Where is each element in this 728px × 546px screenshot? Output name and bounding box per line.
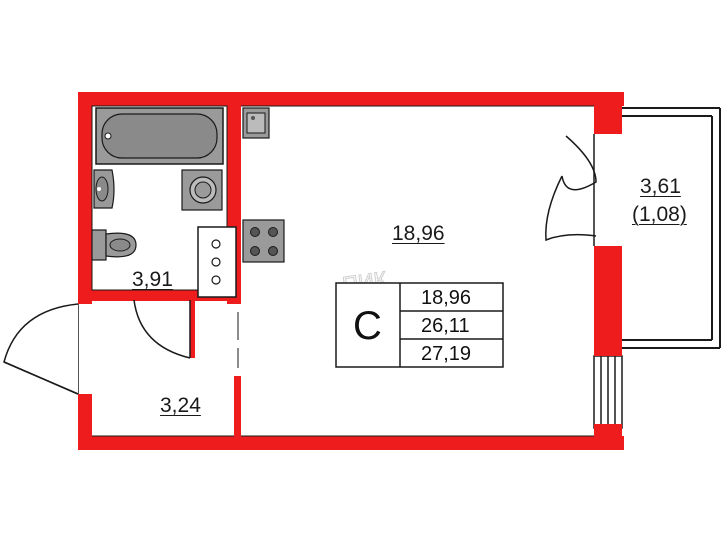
stove-icon bbox=[242, 219, 285, 263]
living-area-value: 18,96 bbox=[421, 287, 472, 309]
hallway-area: 3,24 bbox=[160, 394, 201, 417]
total-with-balcony-value: 27,19 bbox=[421, 343, 472, 365]
washbasin-icon bbox=[93, 169, 115, 209]
inner-outline bbox=[91, 105, 594, 437]
summary-box bbox=[335, 282, 504, 368]
total-area-value: 26,11 bbox=[421, 315, 470, 337]
balcony-door[interactable] bbox=[545, 134, 597, 246]
entrance-door[interactable] bbox=[3, 303, 79, 395]
balcony-area: 3,61 bbox=[640, 175, 681, 198]
bathtub-icon bbox=[95, 107, 224, 165]
bathroom-area: 3,91 bbox=[132, 268, 173, 291]
washing-machine-icon bbox=[181, 169, 223, 211]
bathroom-door[interactable] bbox=[133, 299, 191, 359]
kitchen-sink-icon bbox=[242, 107, 270, 139]
balcony-reduced-area: (1,08) bbox=[632, 203, 687, 226]
balcony-outline bbox=[622, 107, 721, 349]
toilet-icon bbox=[91, 229, 137, 261]
window bbox=[593, 355, 623, 429]
main-room-area: 18,96 bbox=[392, 222, 445, 245]
apartment-type: С bbox=[353, 304, 382, 348]
fridge-icon bbox=[197, 226, 237, 298]
